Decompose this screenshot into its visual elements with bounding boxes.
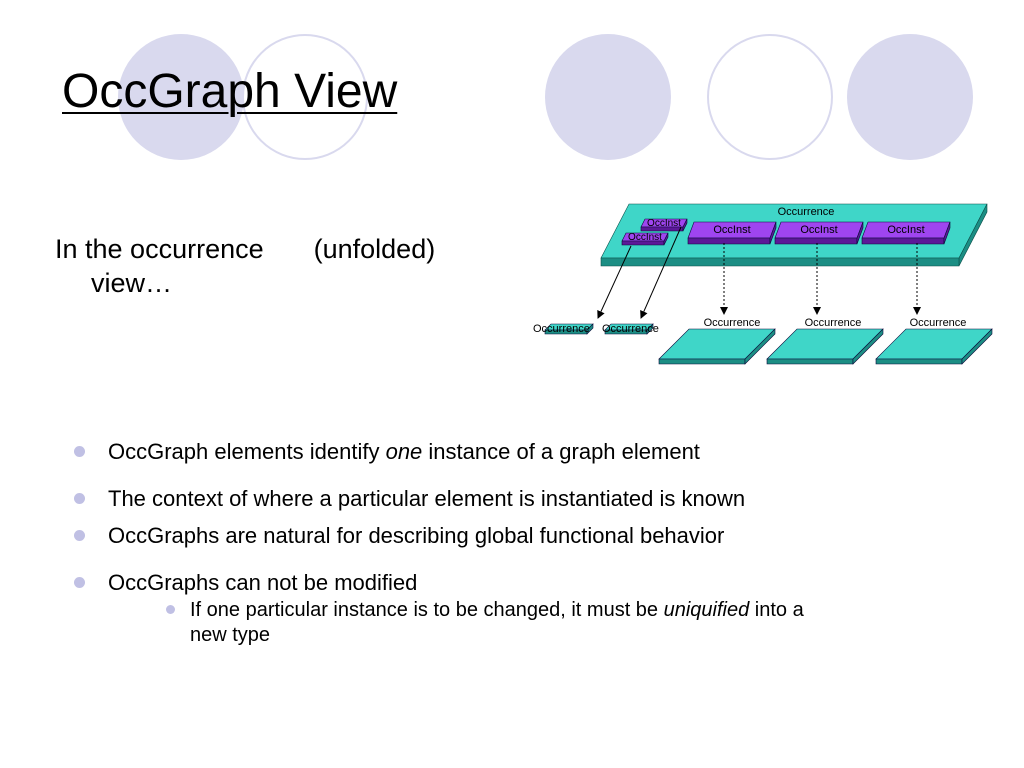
occurrence-1: Occurrence [658, 317, 776, 365]
occurrence-1-top [658, 328, 776, 360]
occurrence-small-2: Occurrence [602, 323, 659, 335]
occurrence-2-side [852, 328, 884, 365]
occurrence-small-2-label: Occurrence [602, 323, 659, 335]
occinst-2-front [774, 237, 858, 245]
bullet-item-4: OccGraphs can not be modified [72, 569, 830, 597]
bullet-item-1: OccGraph elements identify one instance … [72, 438, 830, 466]
occurrence-2-top [766, 328, 884, 360]
bullet-subitem-1: If one particular instance is to be chan… [162, 598, 830, 648]
arrow-small-2 [640, 226, 682, 319]
occinst-1-side [769, 221, 777, 245]
occurrence-1-side [744, 328, 776, 365]
parent-occurrence-front [600, 257, 960, 267]
bullet-list: OccGraph elements identify one instance … [72, 438, 830, 648]
lead-text: In the occurrence (unfolded) view… [55, 232, 435, 300]
occurrence-3: Occurrence [875, 317, 993, 365]
decor-circle-filled-1 [118, 34, 244, 160]
occinst-1-front [687, 237, 771, 245]
occurrence-small-1-side [586, 323, 594, 335]
lead-text-part2: (unfolded) [313, 234, 436, 264]
occurrence-1-front [658, 358, 746, 365]
occinst-small-1-label: OccInst [647, 218, 681, 229]
slide-title: OccGraph View [62, 65, 398, 118]
occinst-small-2-label: OccInst [628, 232, 662, 243]
occinst-3-label: OccInst [887, 224, 924, 236]
occurrence-2-front [766, 358, 854, 365]
lead-text-part3: view… [91, 268, 173, 298]
occinst-small-1: OccInst [640, 218, 688, 232]
occurrence-small-1: Occurrence [533, 323, 594, 335]
occurrence-3-side [961, 328, 993, 365]
occinst-small-2: OccInst [621, 232, 669, 246]
occinst-1-label: OccInst [713, 224, 750, 236]
occinst-2: OccInst [774, 221, 864, 245]
occinst-3-front [861, 237, 945, 245]
decor-circle-ring-2 [707, 34, 833, 160]
occinst-3-side [943, 221, 951, 245]
occurrence-small-1-label: Occurrence [533, 323, 590, 335]
arrow-small-1 [597, 245, 632, 319]
occinst-3: OccInst [861, 221, 951, 245]
occurrence-2-label: Occurrence [805, 317, 862, 329]
occurrence-3-label: Occurrence [910, 317, 967, 329]
occurrence-small-2-side [646, 323, 654, 335]
occurrence-1-label: Occurrence [704, 317, 761, 329]
parent-occurrence-label: Occurrence [778, 206, 835, 218]
decor-circle-filled-2 [545, 34, 671, 160]
occinst-2-side [856, 221, 864, 245]
bullet-item-3: OccGraphs are natural for describing glo… [72, 522, 830, 550]
occurrence-3-top [875, 328, 993, 360]
occurrence-3-front [875, 358, 963, 365]
decor-circle-ring-1 [242, 34, 368, 160]
occurrence-2: Occurrence [766, 317, 884, 365]
arrow-group [597, 226, 921, 319]
occinst-2-label: OccInst [800, 224, 837, 236]
decor-circle-filled-3 [847, 34, 973, 160]
bullet-item-2: The context of where a particular elemen… [72, 485, 830, 513]
occinst-small-1-side [682, 218, 688, 232]
occinst-1: OccInst [687, 221, 777, 245]
lead-text-part1: In the occurrence [55, 234, 264, 264]
occinst-small-2-side [663, 232, 669, 246]
